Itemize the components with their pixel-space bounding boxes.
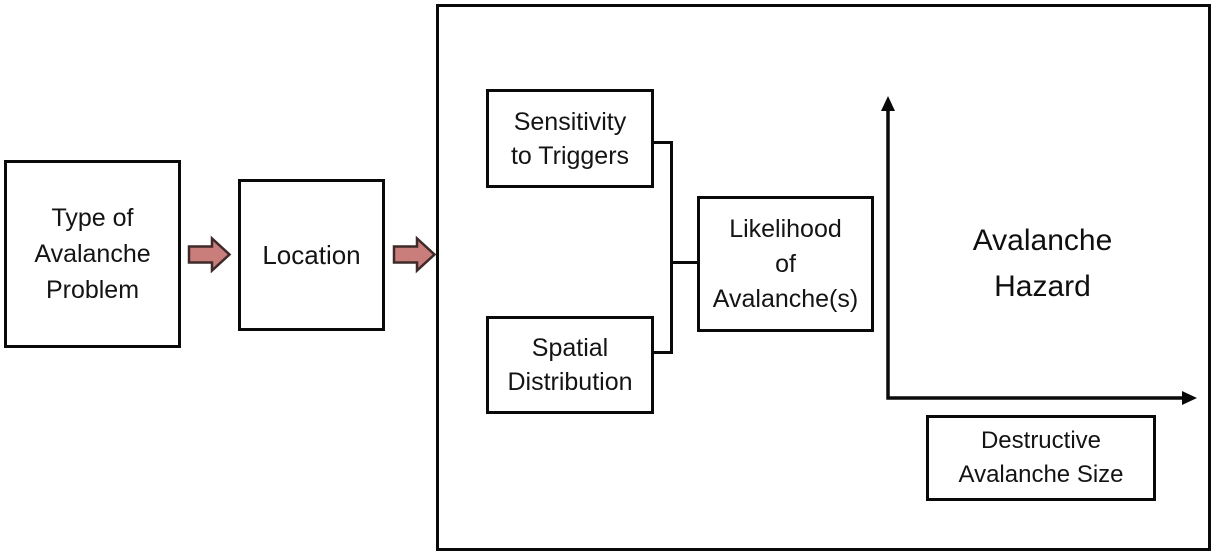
type-of-avalanche-problem-box: Type of Avalanche Problem <box>4 160 181 348</box>
likelihood-of-avalanches-box: Likelihood of Avalanche(s) <box>697 196 874 332</box>
destructive-avalanche-size-box: Destructive Avalanche Size <box>926 415 1156 501</box>
sensitivity-to-triggers-label: Sensitivity to Triggers <box>510 107 630 170</box>
type-of-avalanche-problem-label: Type of Avalanche Problem <box>34 204 151 304</box>
flow-arrow-icon <box>187 235 232 274</box>
location-box: Location <box>238 179 385 331</box>
destructive-avalanche-size-label: Destructive Avalanche Size <box>958 427 1124 488</box>
avalanche-hazard-chart-title: Avalanche Hazard <box>972 224 1113 303</box>
spatial-distribution-label: Spatial Distribution <box>507 334 633 396</box>
flow-arrow-icon <box>392 235 437 274</box>
location-label: Location <box>262 240 361 270</box>
sensitivity-to-triggers-box: Sensitivity to Triggers <box>486 89 654 188</box>
likelihood-of-avalanches-label: Likelihood of Avalanche(s) <box>712 214 859 313</box>
spatial-distribution-box: Spatial Distribution <box>486 316 654 414</box>
